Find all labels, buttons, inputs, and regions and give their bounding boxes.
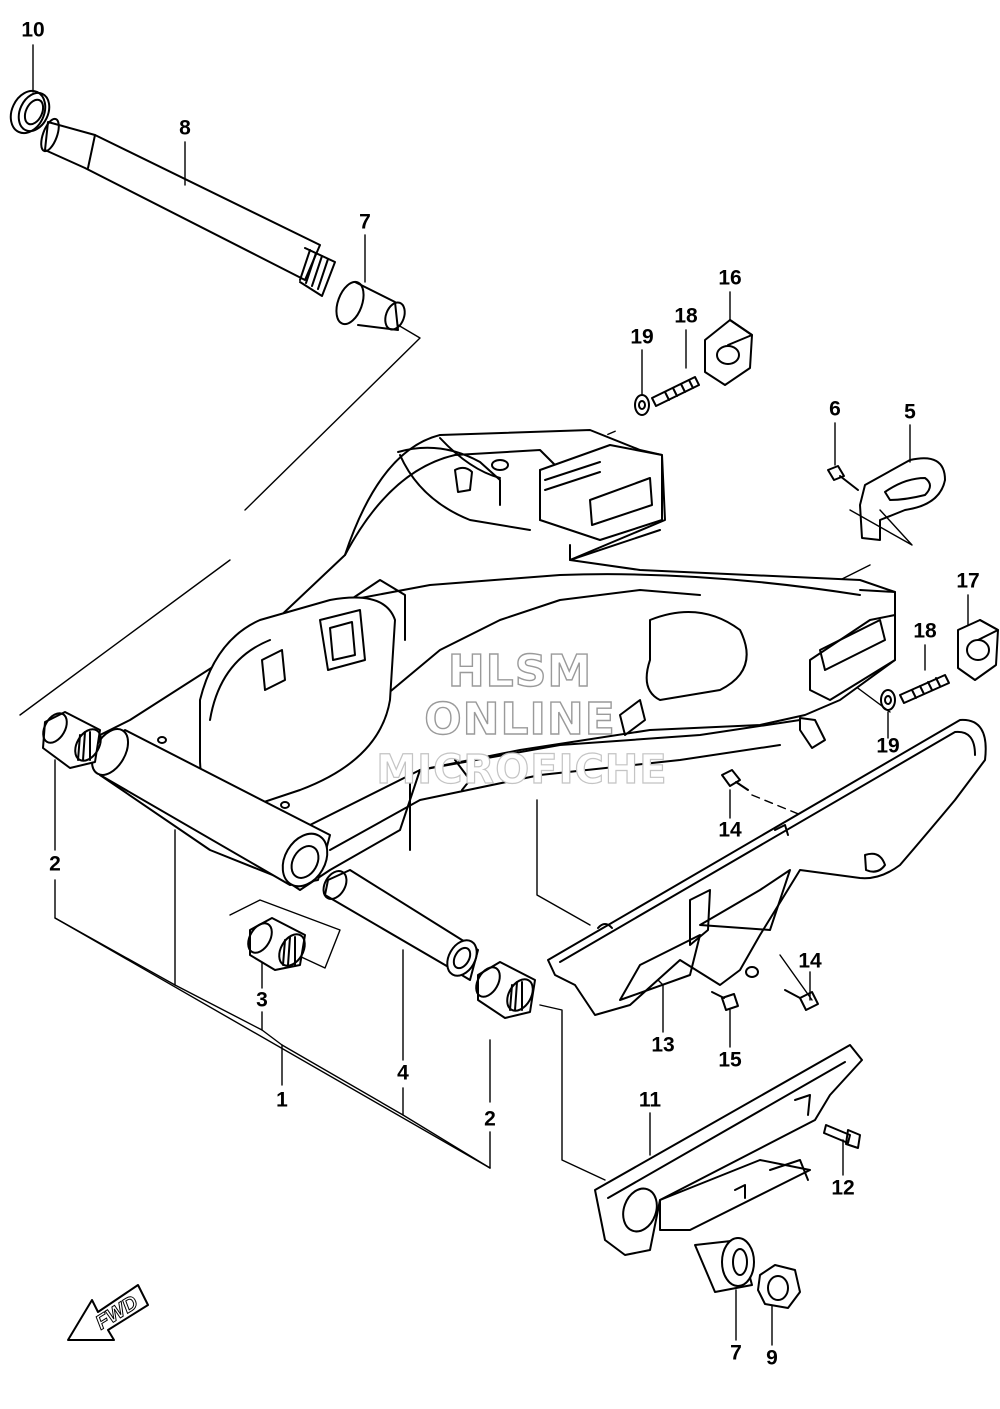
leader-lines [19, 44, 969, 1346]
washer-part-19-right [880, 689, 896, 711]
adjuster-bolt-part-18-right [899, 674, 950, 704]
bolt-part-12 [823, 1124, 861, 1149]
callout-2-right: 2 [484, 1107, 496, 1131]
bearing-part-2-right [475, 961, 536, 1019]
callout-11: 11 [638, 1088, 662, 1112]
watermark-line2: ONLINE [424, 694, 616, 745]
adjuster-block-part-16 [704, 319, 753, 386]
watermark-line1: HLSM [447, 646, 593, 697]
callout-14-bottom: 14 [798, 949, 822, 973]
spacer-part-7-bottom [694, 1237, 755, 1293]
callout-9: 9 [766, 1346, 778, 1370]
bolt-part-14-top [721, 769, 749, 791]
callout-10: 10 [21, 18, 45, 42]
callout-3: 3 [256, 988, 268, 1012]
adjuster-bolt-part-18-top [651, 376, 700, 407]
callout-18-right: 18 [913, 619, 937, 643]
bolt-part-6 [827, 465, 859, 491]
callout-19-top: 19 [630, 325, 654, 349]
swingarm-pivot-boss [90, 728, 331, 888]
callout-16: 16 [718, 266, 742, 290]
sleeve-part-4 [322, 869, 479, 981]
chain-buffer-part-11 [594, 1044, 863, 1256]
callout-5: 5 [904, 400, 916, 424]
callout-15: 15 [718, 1048, 742, 1072]
fwd-arrow-icon [67, 1284, 149, 1341]
callout-7-bottom: 7 [730, 1341, 742, 1365]
chain-case-part-13 [547, 718, 987, 1016]
callout-6: 6 [829, 397, 841, 421]
callout-18-top: 18 [674, 304, 698, 328]
bolt-part-15 [711, 991, 739, 1011]
bolt-part-14-bottom [784, 989, 819, 1011]
callout-7-top: 7 [359, 210, 371, 234]
callout-12: 12 [831, 1176, 855, 1200]
bearing-part-2-left [42, 711, 102, 769]
callout-2-left: 2 [49, 852, 61, 876]
callout-13: 13 [651, 1033, 675, 1057]
callout-1: 1 [276, 1088, 288, 1112]
washer-part-19-top [634, 394, 650, 416]
watermark-line3: MICROFICHE [376, 747, 668, 793]
callout-4: 4 [397, 1061, 409, 1085]
bearing-part-3 [247, 917, 306, 971]
spacer-part-7-top [335, 280, 406, 331]
adjuster-block-part-17 [957, 619, 999, 681]
callout-8: 8 [179, 116, 191, 140]
plate-part-5 [859, 457, 946, 541]
callout-19-right: 19 [876, 734, 900, 758]
pivot-shaft-part-8 [40, 117, 336, 297]
callout-17: 17 [956, 569, 980, 593]
nut-part-9 [757, 1264, 801, 1309]
dust-seal-part-10 [9, 89, 51, 135]
callout-14-top: 14 [718, 818, 742, 842]
swingarm-body [99, 429, 896, 891]
